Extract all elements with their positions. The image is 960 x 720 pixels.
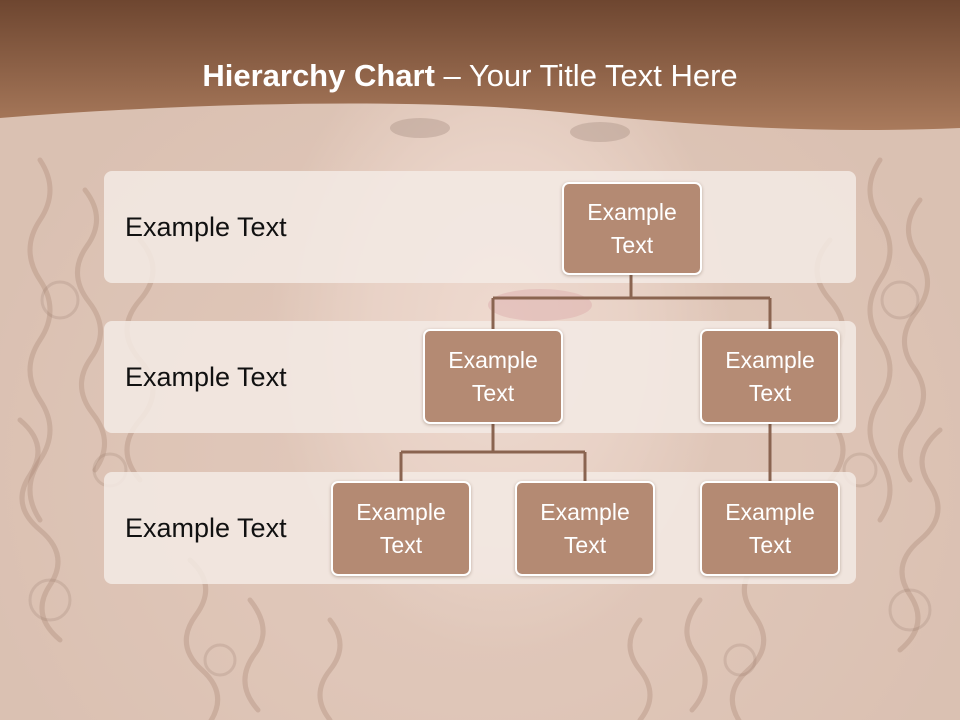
title-bold: Hierarchy Chart	[202, 58, 435, 93]
node-root: Example Text	[562, 182, 702, 275]
level-label-1: Example Text	[125, 212, 287, 242]
node-level2-left: Example Text	[423, 329, 563, 424]
page-title: Hierarchy Chart – Your Title Text Here	[0, 56, 940, 96]
level-label-3: Example Text	[125, 513, 287, 543]
level-band-1	[104, 171, 856, 283]
header-band	[0, 0, 960, 131]
level-label-2: Example Text	[125, 362, 287, 392]
node-level3-left: Example Text	[331, 481, 471, 576]
title-rest: – Your Title Text Here	[434, 58, 738, 93]
node-level2-right: Example Text	[700, 329, 840, 424]
node-level3-right: Example Text	[700, 481, 840, 576]
node-level3-middle: Example Text	[515, 481, 655, 576]
